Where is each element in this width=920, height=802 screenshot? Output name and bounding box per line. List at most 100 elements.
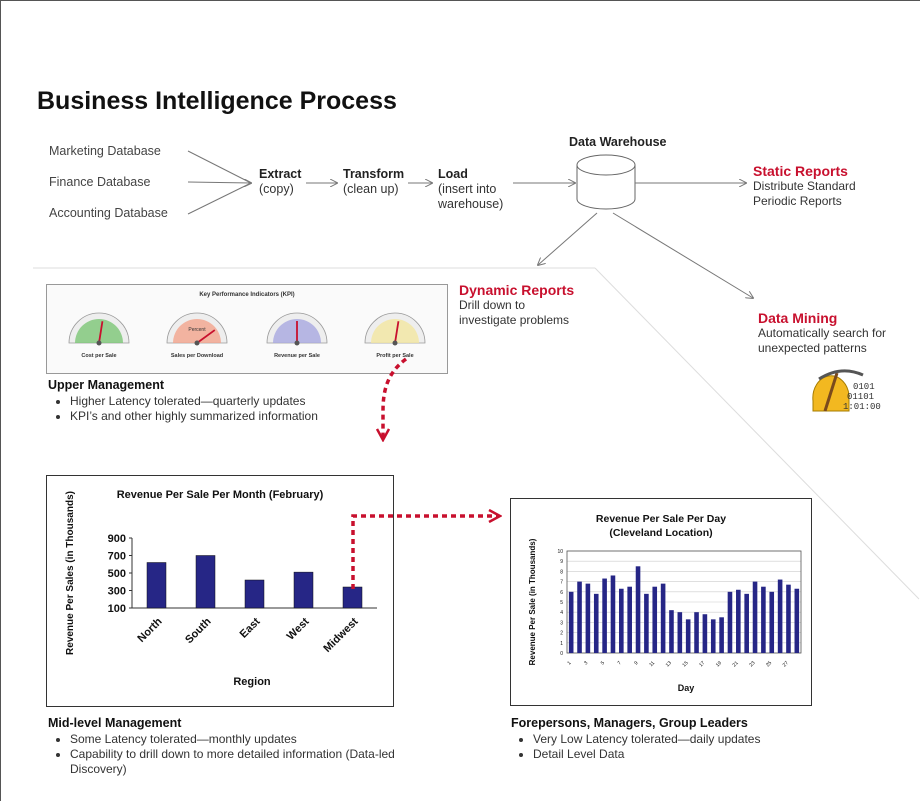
kpi-gauge-3: Revenue per Sale [266, 312, 328, 359]
gauge-label: Sales per Download [171, 353, 223, 359]
kpi-gauges-svg: Key Performance Indicators (KPI) Cost pe… [68, 292, 426, 359]
page-title: Business Intelligence Process [37, 87, 397, 115]
dynamic-reports-line1: Drill down to [459, 298, 526, 312]
bar [702, 614, 708, 653]
gauge-label: Cost per Sale [81, 353, 116, 359]
bar [577, 581, 582, 653]
mid-bullets: Some Latency tolerated—monthly updates C… [48, 732, 448, 777]
monthly-chart: Revenue Per Sale Per Month (February) 100… [65, 489, 377, 688]
y-tick-label: 900 [108, 533, 126, 545]
bar [342, 586, 363, 609]
bar [769, 591, 775, 653]
x-tick-label: 15 [681, 660, 689, 668]
x-tick-label: South [183, 615, 214, 646]
gauge-inner-label: Percent [188, 327, 206, 333]
connector-marketing [187, 150, 252, 184]
daily-chart-box: Revenue Per Sale Per Day(Cleveland Locat… [510, 498, 812, 706]
step-transform-sub: (clean up) [343, 182, 399, 196]
x-tick-label: 17 [698, 660, 706, 668]
bar [777, 579, 783, 653]
step-extract-sub: (copy) [259, 182, 294, 196]
bar [786, 584, 791, 653]
step-transform-label: Transform [343, 167, 405, 181]
bar [585, 583, 591, 653]
bar [736, 589, 741, 653]
x-tick-label: 23 [748, 660, 756, 668]
x-tick-label: 3 [583, 660, 589, 666]
kpi-gauge-4: Profit per Sale [364, 312, 426, 359]
x-tick-label: 5 [600, 660, 606, 666]
gauge-fill [371, 319, 419, 343]
kpi-gauge-1: Cost per Sale [68, 312, 130, 359]
upper-bullet-2: KPI’s and other highly summarized inform… [70, 409, 448, 424]
gauge-needle [196, 329, 216, 344]
y-tick-label: 0 [560, 651, 563, 657]
x-tick-label: West [285, 615, 312, 642]
gauge-hub [96, 340, 102, 346]
fore-heading: Forepersons, Managers, Group Leaders [511, 716, 748, 730]
source-marketing: Marketing Database [49, 144, 161, 158]
bar [727, 591, 733, 653]
upper-management: Upper Management Higher Latency tolerate… [48, 378, 448, 424]
bar [719, 617, 724, 653]
step-load-sub1: (insert into [438, 182, 497, 196]
data-mining-line2: unexpected patterns [758, 341, 867, 355]
gauge-hub [294, 340, 300, 346]
monthly-chart-box: Revenue Per Sale Per Month (February) 100… [46, 475, 394, 707]
bar [652, 586, 658, 653]
step-transform: Transform (clean up) [343, 167, 404, 197]
source-finance: Finance Database [49, 175, 151, 189]
kpi-panel: Key Performance Indicators (KPI) Cost pe… [46, 284, 448, 374]
data-mining-title: Data Mining [758, 310, 838, 326]
y-tick-label: 700 [108, 551, 126, 563]
static-reports-line1: Distribute Standard [753, 179, 856, 193]
gauge-hub [194, 340, 200, 346]
y-tick-label: 4 [560, 610, 563, 616]
gauge-hub [392, 340, 398, 346]
bar [635, 566, 641, 653]
chart-subtitle: (Cleveland Location) [609, 527, 712, 539]
y-tick-label: 6 [560, 590, 563, 596]
bar [610, 575, 616, 653]
x-tick-label: North [135, 615, 164, 644]
y-tick-label: 2 [560, 631, 563, 637]
y-tick-label: 100 [108, 603, 126, 615]
bar [761, 586, 766, 653]
bar [195, 555, 216, 609]
gauge-needle [394, 321, 400, 344]
bar [568, 591, 574, 653]
gauge-label: Revenue per Sale [274, 353, 320, 359]
bar [627, 586, 632, 653]
gauge-needle [98, 321, 104, 344]
connector-accounting [187, 182, 252, 215]
warehouse-label: Data Warehouse [569, 135, 667, 149]
forepersons: Forepersons, Managers, Group Leaders Ver… [511, 716, 891, 762]
bar [669, 610, 674, 653]
step-load-label: Load [438, 167, 468, 181]
static-reports: Static Reports Distribute Standard Perio… [753, 163, 856, 209]
mid-heading: Mid-level Management [48, 716, 182, 730]
static-reports-title: Static Reports [753, 163, 848, 179]
upper-heading: Upper Management [48, 378, 164, 392]
daily-chart: Revenue Per Sale Per Day(Cleveland Locat… [528, 513, 802, 693]
kpi-title: Key Performance Indicators (KPI) [199, 292, 294, 298]
step-extract-label: Extract [259, 167, 302, 181]
x-tick-label: 21 [732, 660, 740, 668]
bar [685, 619, 691, 653]
y-axis-label: Revenue Per Sale (in Thousands) [528, 538, 537, 665]
y-tick-label: 500 [108, 568, 126, 580]
step-load: Load (insert into warehouse) [438, 167, 503, 212]
x-tick-label: 25 [765, 660, 773, 668]
chart-title: Revenue Per Sale Per Month (February) [117, 489, 324, 501]
y-tick-label: 7 [560, 580, 563, 586]
arrow-to-data-mining [612, 212, 753, 298]
data-mining-line1: Automatically search for [758, 326, 887, 340]
y-tick-label: 300 [108, 586, 126, 598]
bar [644, 593, 649, 653]
connector-finance [187, 182, 251, 183]
dynamic-reports: Dynamic Reports Drill down to investigat… [459, 282, 574, 328]
mid-management: Mid-level Management Some Latency tolera… [48, 716, 448, 777]
step-extract: Extract (copy) [259, 167, 301, 197]
